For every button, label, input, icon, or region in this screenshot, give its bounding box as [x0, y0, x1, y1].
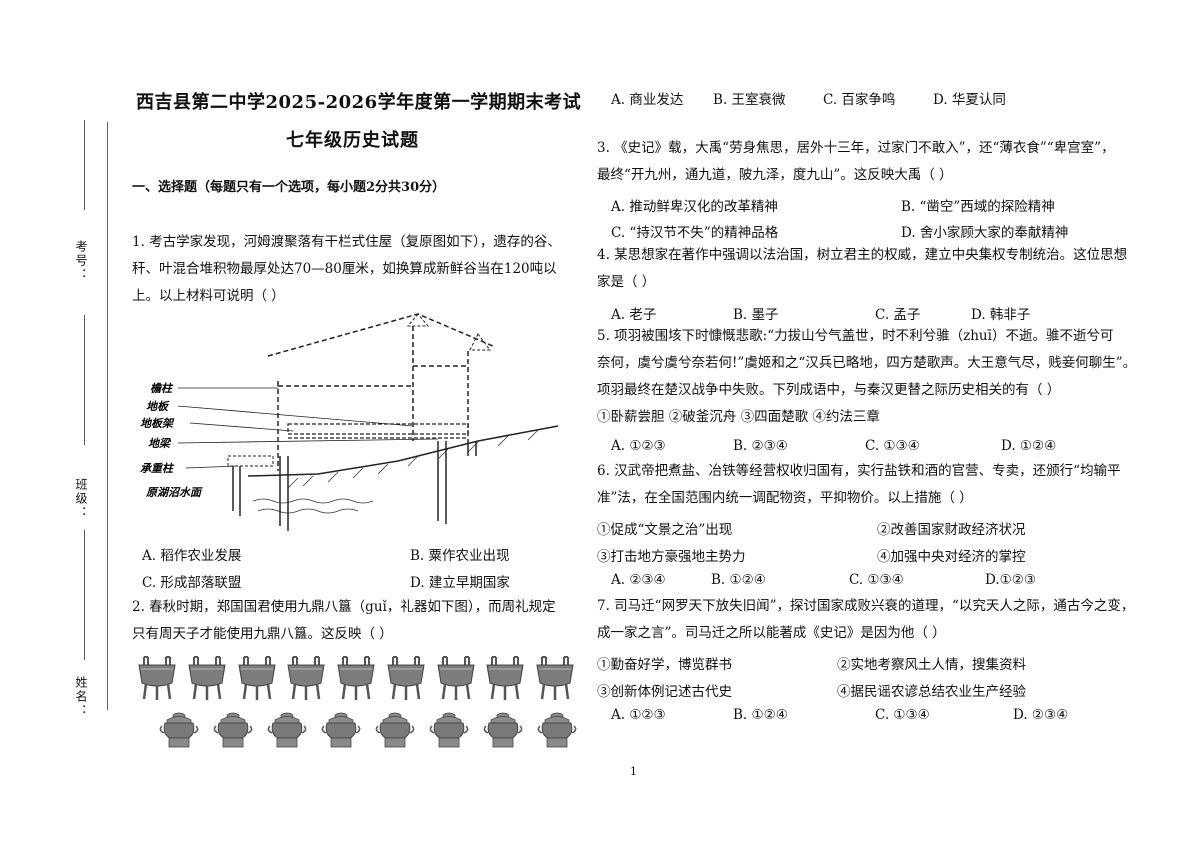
ding-vessel-image: [387, 656, 425, 700]
label-floor: 地板: [146, 400, 170, 413]
q6-option-a[interactable]: A. ②③④: [611, 572, 666, 588]
q5-option-c[interactable]: C. ①③④: [865, 438, 920, 454]
q2-line: 2. 春秋时期，郑国国君使用九鼎八簋（guǐ，礼器如下图），而周礼规定: [132, 599, 556, 615]
q7-item-1: ①勤奋好学，博览群书: [597, 657, 732, 673]
binding-strip: 考号： 班级： 姓名：: [0, 0, 115, 847]
q5-option-a[interactable]: A. ①②③: [611, 438, 666, 454]
q6-item-1: ①促成“文景之治”出现: [597, 522, 733, 538]
q6-option-d[interactable]: D.①②③: [985, 572, 1036, 588]
ding-vessel-image: [138, 656, 176, 700]
q5-items: ①卧薪尝胆 ②破釜沉舟 ③四面楚歌 ④约法三章: [597, 409, 880, 425]
q7-option-c[interactable]: C. ①③④: [875, 707, 930, 723]
q2-option-a[interactable]: A. 商业发达: [611, 92, 684, 108]
label-load-post: 承重柱: [140, 462, 175, 475]
q6-item-4: ④加强中央对经济的掌控: [877, 549, 1026, 565]
q1-option-d[interactable]: D. 建立早期国家: [410, 575, 510, 591]
gui-vessel-image: [159, 712, 199, 748]
q7-item-3: ③创新体例记述古代史: [597, 684, 732, 700]
gui-vessel-image: [483, 712, 523, 748]
q6-line: 准”法，在全国范围内统一调配物资，平抑物价。以上措施（ ）: [597, 490, 973, 506]
q3-line: 3. 《史记》载，大禹“劳身焦思，居外十三年，过家门不敢入”，还“薄衣食”“卑宫…: [597, 140, 1115, 156]
label-eaves-post: 檐柱: [150, 382, 174, 395]
exam-title: 西吉县第二中学2025-2026学年度第一学期期末考试: [136, 92, 582, 113]
ding-vessel-image: [436, 656, 475, 700]
xingming-label: 姓名：: [74, 676, 88, 718]
xingming-line: [84, 530, 85, 660]
ding-vessel-image: [337, 656, 375, 700]
q1-line: 1. 考古学家发现，河姆渡聚落有干栏式住屋（复原图如下），遗存的谷、: [132, 234, 561, 250]
question-7-stem: 7. 司马迁“网罗天下放失旧闻”，探讨国家成败兴衰的道理，“以究天人之际，通古今…: [597, 593, 1134, 647]
ding-vessel-image: [287, 656, 325, 700]
q7-option-b[interactable]: B. ①②④: [733, 707, 788, 723]
gui-vessels-row: [158, 710, 578, 752]
q7-item-4: ④据民谣农谚总结农业生产经验: [837, 684, 1026, 700]
q6-item-2: ②改善国家财政经济状况: [877, 522, 1026, 538]
question-5-stem: 5. 项羽被围垓下时慷慨悲歌:“力拔山兮气盖世，时不利兮骓（zhuī）不逝。骓不…: [597, 323, 1136, 431]
page-number: 1: [630, 765, 637, 778]
q1-option-a[interactable]: A. 稻作农业发展: [142, 548, 242, 564]
gui-vessel-image: [537, 712, 577, 748]
question-2-stem: 2. 春秋时期，郑国国君使用九鼎八簋（guǐ，礼器如下图），而周礼规定 只有周天…: [132, 594, 556, 648]
gui-vessel-image: [267, 712, 307, 748]
q1-line: 秆、叶混合堆积物最厚处达70—80厘米，如换算成新鲜谷当在120吨以: [132, 261, 557, 277]
q7-option-d[interactable]: D. ②③④: [1013, 707, 1069, 723]
q4-option-a[interactable]: A. 老子: [611, 307, 657, 323]
kaohao-label: 考号：: [74, 240, 88, 282]
q4-option-c[interactable]: C. 孟子: [875, 307, 921, 323]
stilt-house-figure: 檐柱 地板 地板架 地梁 承重柱 原湖沼水面: [140, 313, 559, 531]
banji-line: [84, 315, 85, 445]
label-floor-frame: 地板架: [140, 417, 175, 430]
q5-line: 奈何，虞兮虞兮奈若何!”虞姬和之“汉兵已略地，四方楚歌声。大王意气尽，贱妾何聊生…: [597, 355, 1137, 371]
q7-option-a[interactable]: A. ①②③: [611, 707, 666, 723]
exam-subtitle: 七年级历史试题: [286, 130, 419, 151]
kaohao-line: [84, 120, 85, 210]
binding-border: [107, 122, 108, 710]
question-6-stem: 6. 汉武帝把煮盐、冶铁等经营权收归国有，实行盐铁和酒的官营、专卖，还颁行“均输…: [597, 458, 1121, 512]
q5-option-b[interactable]: B. ②③④: [733, 438, 788, 454]
ding-vessel-image: [536, 656, 574, 700]
q7-item-2: ②实地考察风土人情，搜集资料: [837, 657, 1026, 673]
q4-option-d[interactable]: D. 韩非子: [971, 307, 1031, 323]
ding-vessel-image: [486, 656, 524, 700]
question-4-stem: 4. 某思想家在著作中强调以法治国，树立君主的权威，建立中央集权专制统治。这位思…: [597, 242, 1127, 296]
q3-option-b[interactable]: B. “凿空”西域的探险精神: [901, 199, 1055, 215]
q1-option-b[interactable]: B. 粟作农业出现: [410, 548, 510, 564]
gui-vessel-image: [429, 712, 469, 748]
q5-option-d[interactable]: D. ①②④: [1001, 438, 1057, 454]
q1-option-c[interactable]: C. 形成部落联盟: [142, 575, 242, 591]
banji-label: 班级：: [74, 478, 88, 520]
gui-vessel-image: [321, 712, 361, 748]
q3-line: 最终“开九州，通九道，陂九泽，度九山”。这反映大禹（ ）: [597, 167, 953, 183]
question-1-stem: 1. 考古学家发现，河姆渡聚落有干栏式住屋（复原图如下），遗存的谷、 秆、叶混合…: [132, 229, 561, 310]
q2-option-d[interactable]: D. 华夏认同: [933, 92, 1006, 108]
q1-line: 上。以上材料可说明（ ）: [132, 288, 285, 304]
q3-option-d[interactable]: D. 舍小家顾大家的奉献精神: [901, 225, 1069, 241]
question-3-stem: 3. 《史记》载，大禹“劳身焦思，居外十三年，过家门不敢入”，还“薄衣食”“卑宫…: [597, 135, 1115, 189]
q4-line: 家是（ ）: [597, 274, 656, 290]
section-title: 一、选择题（每题只有一个选项，每小题2分共30分）: [132, 180, 446, 195]
q3-option-a[interactable]: A. 推动鲜卑汉化的改革精神: [611, 199, 778, 215]
label-floor-beam: 地梁: [148, 437, 172, 450]
q4-option-b[interactable]: B. 墨子: [733, 307, 779, 323]
q2-line: 只有周天子才能使用九鼎八簋。这反映（ ）: [132, 626, 393, 642]
q4-line: 4. 某思想家在著作中强调以法治国，树立君主的权威，建立中央集权专制统治。这位思…: [597, 247, 1128, 263]
gui-vessel-image: [213, 712, 253, 748]
q6-option-c[interactable]: C. ①③④: [849, 572, 904, 588]
q7-line: 7. 司马迁“网罗天下放失旧闻”，探讨国家成败兴衰的道理，“以究天人之际，通古今…: [597, 598, 1135, 614]
q5-line: 项羽最终在楚汉战争中失败。下列成语中，与秦汉更替之际历史相关的有（ ）: [597, 382, 1061, 398]
q3-option-c[interactable]: C. “持汉节不失”的精神品格: [611, 225, 779, 241]
q6-line: 6. 汉武帝把煮盐、冶铁等经营权收归国有，实行盐铁和酒的官营、专卖，还颁行“均输…: [597, 463, 1121, 479]
ding-vessel-image: [188, 656, 226, 700]
ding-vessels-row: [136, 655, 576, 705]
q6-item-3: ③打击地方豪强地主势力: [597, 549, 746, 565]
q2-option-c[interactable]: C. 百家争鸣: [823, 92, 896, 108]
q7-line: 成一家之言”。司马迁之所以能著成《史记》是因为他（ ）: [597, 625, 946, 641]
q5-line: 5. 项羽被围垓下时慷慨悲歌:“力拔山兮气盖世，时不利兮骓（zhuī）不逝。骓不…: [597, 328, 1114, 344]
q6-option-b[interactable]: B. ①②④: [711, 572, 766, 588]
ding-vessel-image: [237, 656, 276, 700]
q2-option-b[interactable]: B. 王室衰微: [713, 92, 786, 108]
gui-vessel-image: [375, 712, 415, 748]
label-water-level: 原湖沼水面: [145, 486, 203, 499]
